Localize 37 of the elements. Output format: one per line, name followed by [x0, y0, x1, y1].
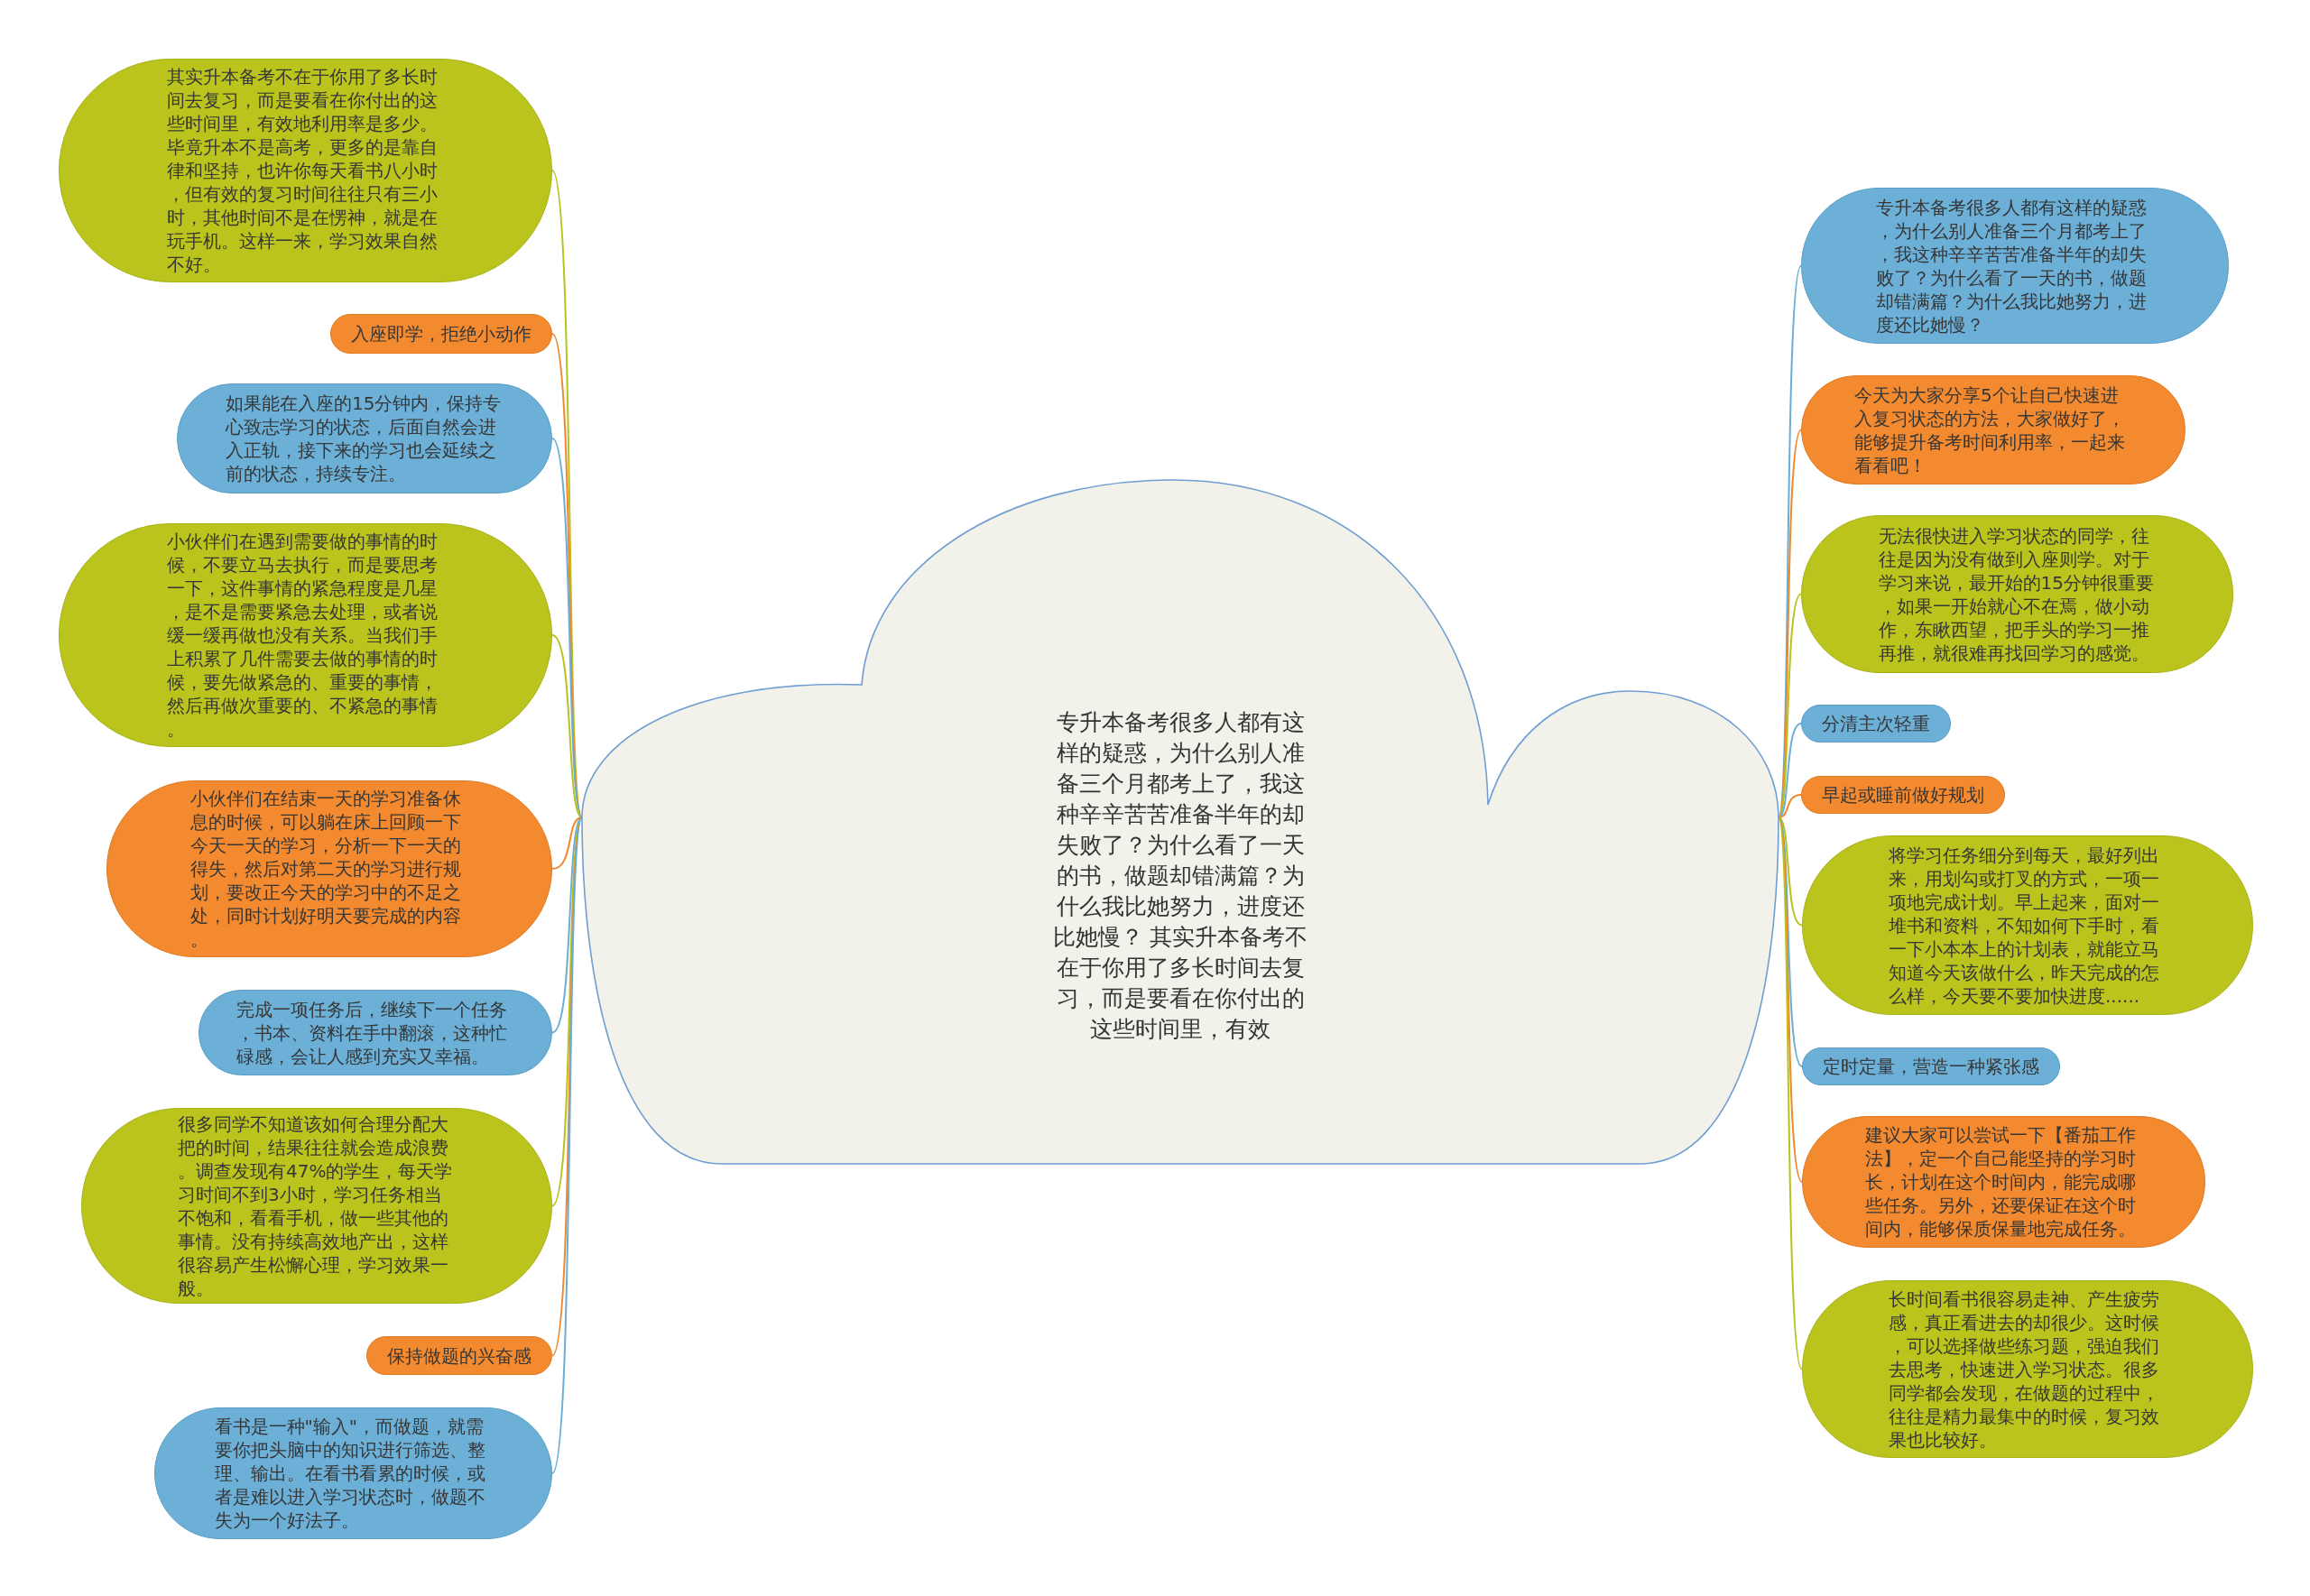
topic-bubble	[1802, 1047, 2060, 1085]
topic-text: 定时定量，营造一种紧张感	[1823, 1055, 2039, 1078]
connector-line	[1778, 816, 1803, 927]
topic-text: 完成一项任务后，继续下一个任务，书本、资料在手中翻滚，这种忙碌感，会让人感到充实又幸福。	[236, 997, 508, 1068]
topic-text: 长时间看书很容易走神、产生疲劳感，真正看进去的却很少。这时候，可以选择做些练习题，强迫我们去思考，快速进入学习状态。很多同学都会发现，在做题的过程中，往往是精力最集中的时候，复习效果也比较好。	[1889, 1287, 2160, 1452]
connector-line	[551, 816, 583, 1034]
connector-line	[1778, 593, 1802, 818]
topic-text: 今天为大家分享5个让自己快速进入复习状态的方法，大家做好了，能够提升备考时间利用率，一起来看看吧！	[1854, 383, 2126, 477]
topic-text: 其实升本备考不在于你用了多长时间去复习，而是要看在你付出的这些时间里，有效地利用率是多少。毕竟升本不是高考，更多的是靠自律和坚持，也许你每天看书八小时，但有效的复习时间往往只有三小时，其他时间不是在愣神，就是在玩手机。这样一来，学习效果自然不好。	[166, 65, 439, 276]
connector-line	[1778, 816, 1803, 1370]
central-topic-text: 专升本备考很多人都有这样的疑惑，为什么别人准备三个月都考上了，我这种辛辛苦苦准备半年的却失败了？为什么看了一天的书，做题却错满篇？为什么我比她努力，进度还比她慢？ 其实升本备考不在于你用了多长时间去复习，而是要看在你付出的这些时间里，有效	[1051, 708, 1309, 1044]
connector-line	[1778, 723, 1802, 818]
topic-text: 很多同学不知道该如何合理分配大把的时间，结果往往就会造成浪费。调查发现有47%的学生，每天学习时间不到3小时，学习任务相当不饱和，看看手机，做一些其他的事情。没有持续高效地产出，这样很容易产生松懈心理，学习效果一般。	[178, 1112, 454, 1300]
connector-line	[551, 816, 583, 1357]
topic-text: 入座即学，拒绝小动作	[351, 322, 531, 346]
topic-text: 小伙伴们在遇到需要做的事情的时候，不要立马去执行，而是要思考一下，这件事情的紧急程度是几星，是不是需要紧急去处理，或者说缓一缓再做也没有关系。当我们手上积累了几件需要去做的事情的时候，要先做紧急的、重要的事情，然后再做次重要的、不紧急的事情。	[166, 530, 439, 741]
connector-line	[1778, 794, 1802, 818]
topic-text: 如果能在入座的15分钟内，保持专心致志学习的状态，后面自然会进入正轨，接下来的学习也会延续之前的状态，持续专注。	[226, 392, 503, 485]
connector-line	[551, 634, 583, 818]
topic-text: 分清主次轻重	[1822, 712, 1930, 735]
connector-line	[1778, 816, 1803, 1067]
connector-line	[1778, 816, 1803, 1183]
topic-text: 建议大家可以尝试一下【番茄工作法】，定一个自己能坚持的学习时长，计划在这个时间内，能完成哪些任务。另外，还要保证在这个时间内，能够保质保量地完成任务。	[1864, 1123, 2137, 1241]
topic-bubble	[1801, 705, 1951, 743]
topic-bubble	[330, 314, 552, 354]
topic-text: 无法很快进入学习状态的同学，往往是因为没有做到入座则学。对于学习来说，最开始的15分钟很重要，如果一开始就心不在焉，做小动作，东瞅西望，把手头的学习一推再推，就很难再找回学习的感觉。	[1878, 523, 2155, 665]
topic-text: 将学习任务细分到每天，最好列出来，用划勾或打叉的方式，一项一项地完成计划。早上起来，面对一堆书和资料，不知如何下手时，看一下小本本上的计划表，就能立马知道今天该做什么，昨天完成的怎么样，今天要不要加快进度......	[1889, 843, 2160, 1008]
topic-text: 看书是一种"输入"，而做题，就需要你把头脑中的知识进行筛选、整理、输出。在看书看累的时候，或者是难以进入学习状态时，做题不失为一个好法子。	[214, 1415, 486, 1532]
topic-text: 专升本备考很多人都有这样的疑惑，为什么别人准备三个月都考上了，我这种辛辛苦苦准备半年的却失败了？为什么看了一天的书，做题却错满篇？为什么我比她努力，进度还比她慢？	[1876, 195, 2148, 337]
topic-text: 保持做题的兴奋感	[387, 1343, 531, 1368]
connector-line	[551, 438, 583, 818]
topic-bubble	[1801, 776, 2005, 814]
topic-text: 小伙伴们在结束一天的学习准备休息的时候，可以躺在床上回顾一下今天一天的学习，分析一下一天的得失，然后对第二天的学习进行规划，要改正今天的学习中的不足之处，同时计划好明天要完成的内容。	[190, 787, 462, 951]
topic-bubble	[366, 1336, 552, 1375]
connector-line	[551, 816, 583, 870]
connector-line	[551, 816, 583, 1474]
topic-text: 早起或睡前做好规划	[1822, 783, 1984, 807]
